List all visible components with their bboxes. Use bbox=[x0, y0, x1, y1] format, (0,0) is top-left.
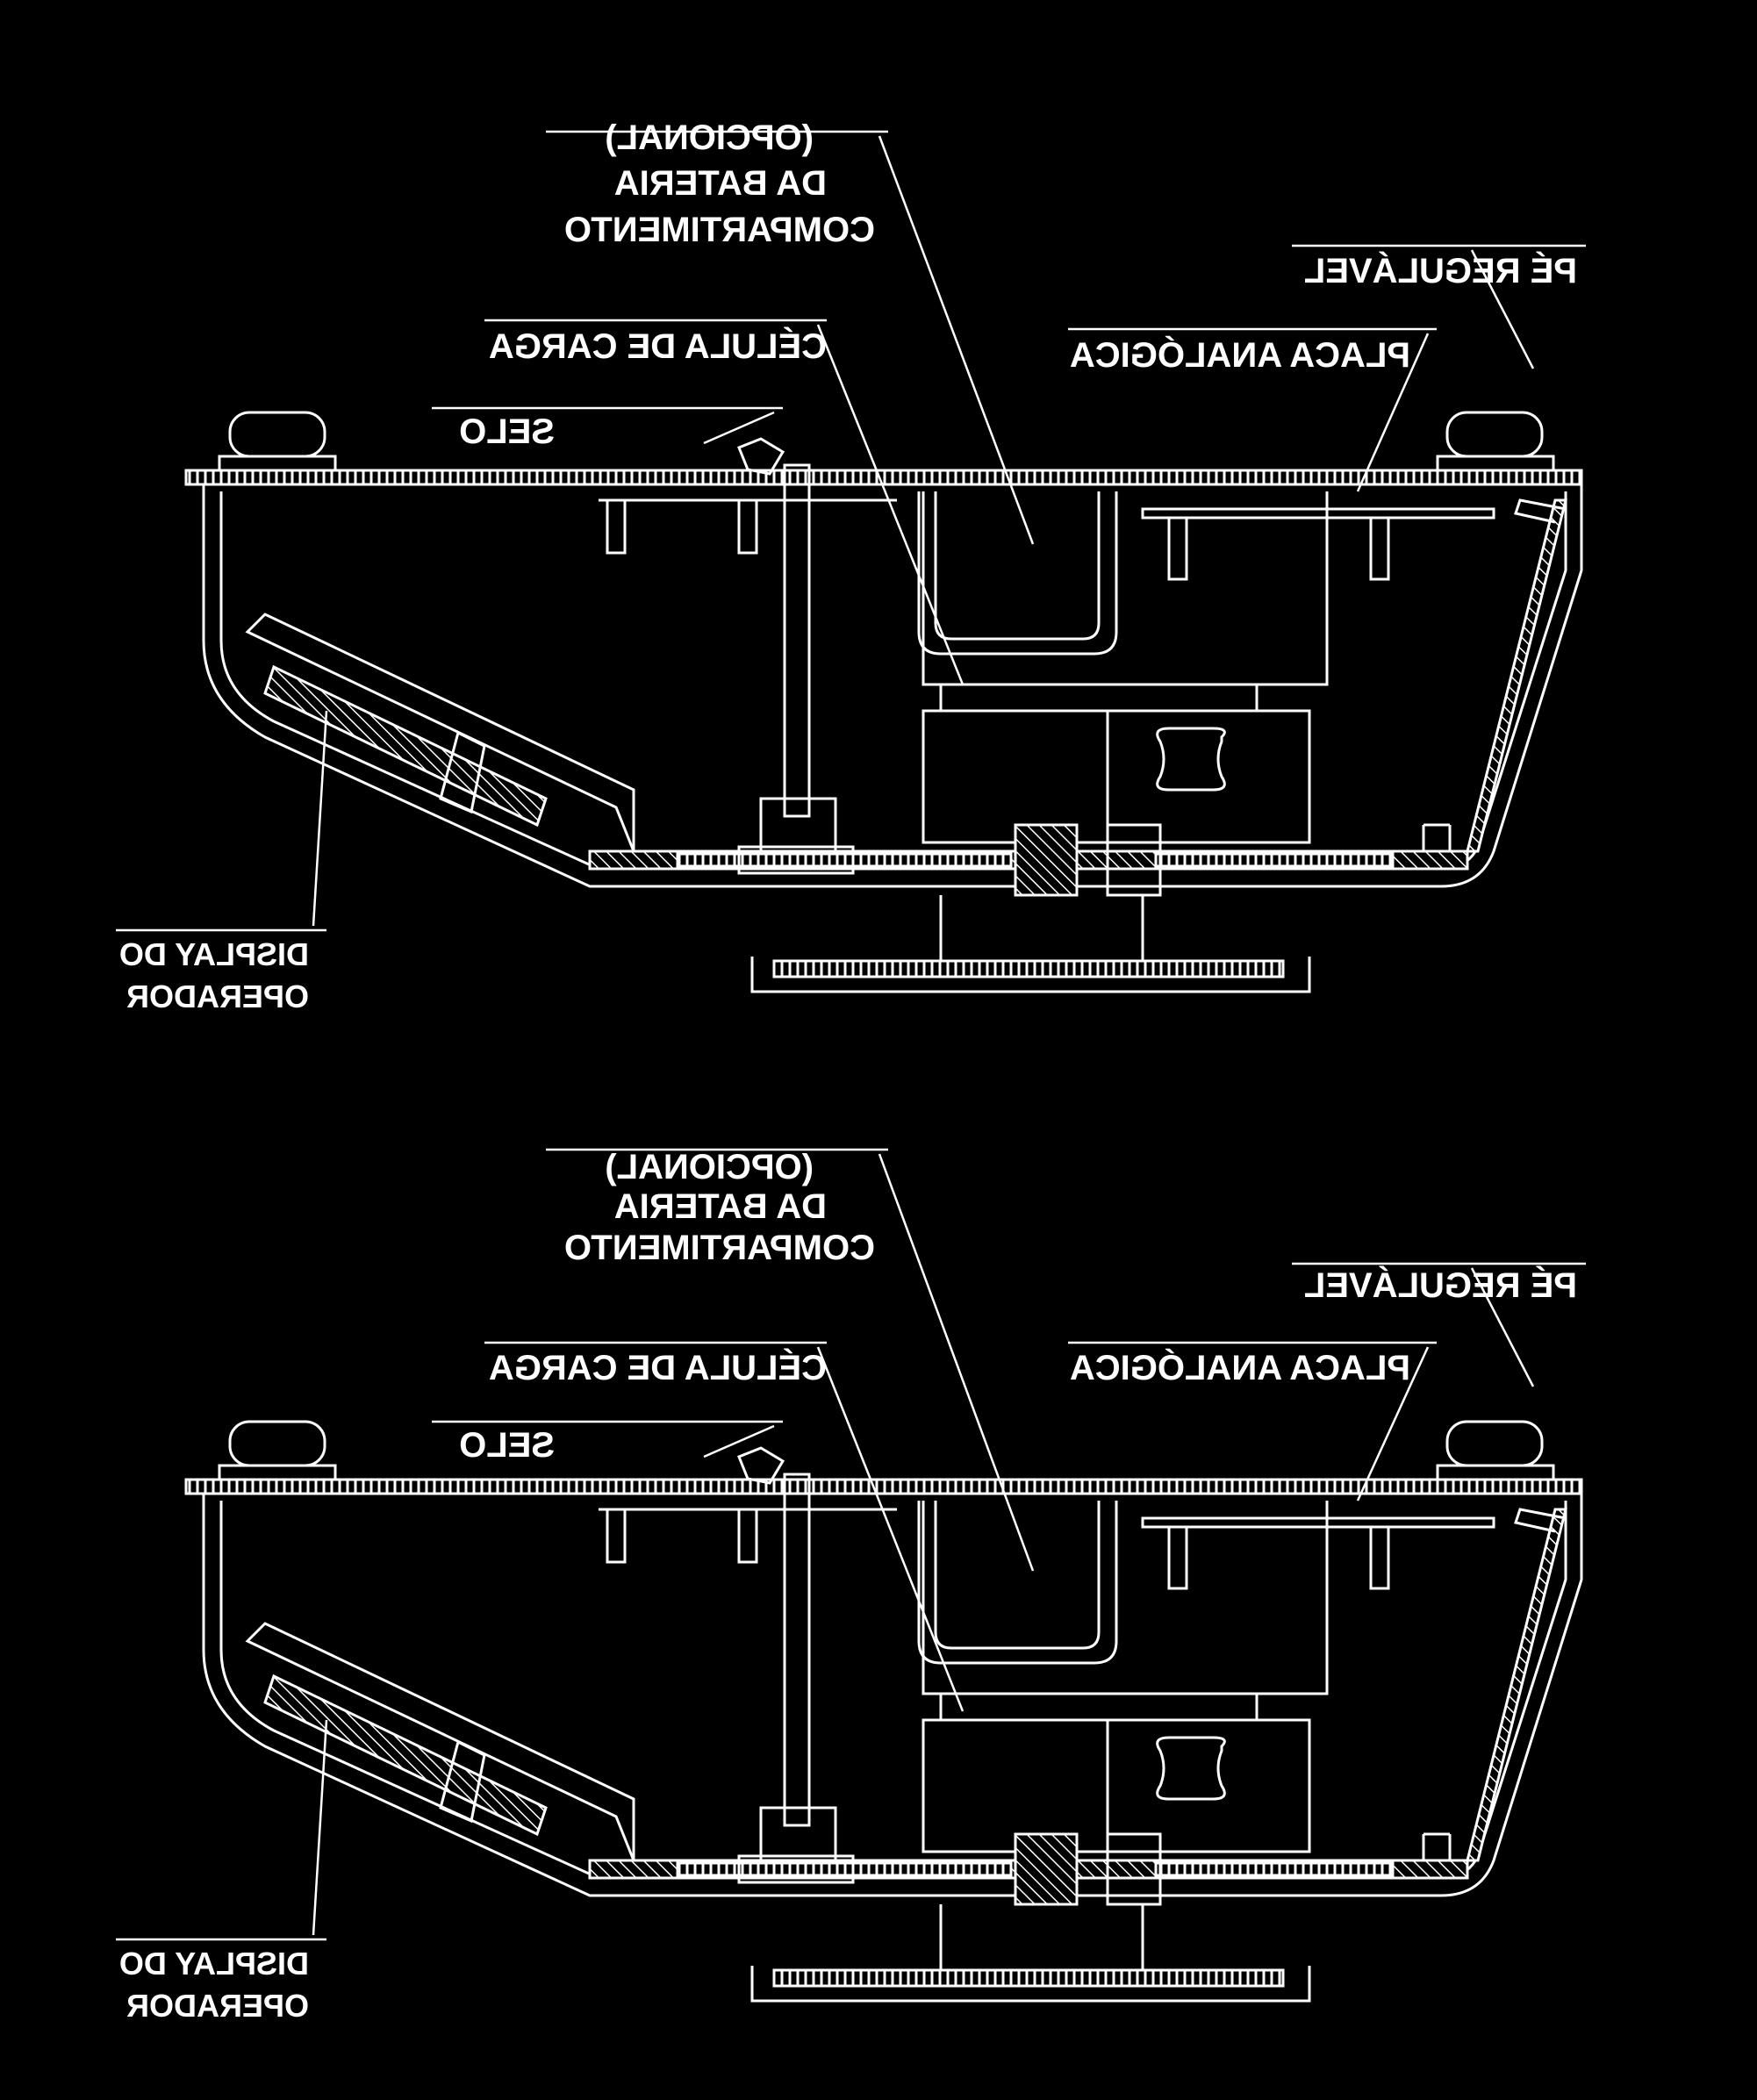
label-compartimento-line3-bottom: (OPCIONAL) bbox=[605, 1148, 814, 1186]
scale-drawing-bottom bbox=[184, 1420, 1583, 2003]
diagram-top: PÉ REGULÁVEL PLACA ANALÓGICA COMPARTIMEN… bbox=[116, 118, 1586, 1014]
label-celula-de-carga-bottom: CÉLULA DE CARGA bbox=[489, 1348, 827, 1387]
label-display-line1-bottom: DISPLAY DO bbox=[119, 1946, 309, 1982]
label-selo-top: SELO bbox=[459, 412, 555, 451]
label-display-line2-top: OPERADOR bbox=[126, 978, 309, 1014]
leader-lines-bottom bbox=[116, 1148, 1586, 1941]
label-placa-analogica-bottom: PLACA ANALÓGICA bbox=[1070, 1347, 1410, 1387]
label-pe-regulavel-bottom: PÉ REGULÁVEL bbox=[1304, 1265, 1577, 1305]
scale-drawing-top bbox=[184, 411, 1583, 993]
label-compartimento-line1-bottom: COMPARTIMENTO bbox=[564, 1229, 875, 1267]
label-display-line2-bottom: OPERADOR bbox=[126, 1988, 309, 2024]
label-compartimento-line2-top: DA BATERIA bbox=[614, 164, 827, 203]
label-celula-de-carga-top: CÉLULA DE CARGA bbox=[489, 326, 827, 366]
leader-lines-top bbox=[116, 130, 1586, 932]
label-compartimento-line3-top: (OPCIONAL) bbox=[605, 118, 814, 157]
label-compartimento-line2-bottom: DA BATERIA bbox=[614, 1187, 827, 1226]
label-display-line1-top: DISPLAY DO bbox=[119, 936, 309, 972]
diagram-bottom: PÉ REGULÁVEL PLACA ANALÓGICA COMPARTIMEN… bbox=[116, 1148, 1586, 2024]
label-placa-analogica-top: PLACA ANALÓGICA bbox=[1070, 334, 1410, 375]
label-pe-regulavel-top: PÉ REGULÁVEL bbox=[1304, 251, 1577, 290]
label-compartimento-line1-top: COMPARTIMENTO bbox=[564, 211, 875, 249]
label-selo-bottom: SELO bbox=[459, 1426, 555, 1465]
